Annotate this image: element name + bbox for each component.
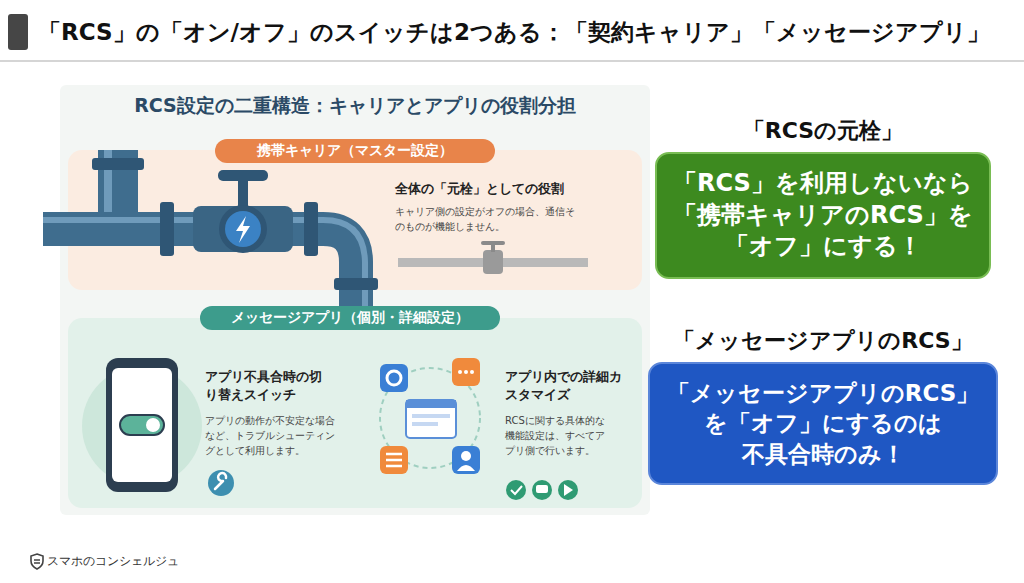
point-box: 「RCS」を利用しないなら 「携帯キャリアのRCS」を 「オフ」にする！ [655,152,991,279]
page-title: 「RCS」の「オン/オフ」のスイッチは2つある：「契約キャリア」「メッセージアプ… [38,14,1018,50]
infographic-panel: RCS設定の二重構造：キャリアとアプリの役割分担 携帯キャリア（マスター設定）全… [60,85,650,515]
key-point-green: 「RCSの元栓」「RCS」を利用しないなら 「携帯キャリアのRCS」を 「オフ」… [655,116,991,279]
carrier-band: 携帯キャリア（マスター設定）全体の「元栓」としての役割キャリア側の設定がオフの場… [68,150,642,290]
key-point-blue: 「メッセージアプリのRCS」「メッセージアプリのRCS」 を「オフ」にするのは … [648,326,998,485]
logo-shield [30,553,44,570]
section-heading: 全体の「元栓」としての役割 [395,180,625,198]
point-body: 「メッセージアプリのRCS」 を「オフ」にするのは 不具合時のみ！ [662,378,984,469]
panel-title: RCS設定の二重構造：キャリアとアプリの役割分担 [60,93,650,119]
section-heading: アプリの動作が不安定な場合など、トラブルシューティングとして利用します。 [205,413,340,458]
point-heading: 「RCSの元栓」 [655,116,991,146]
node-text: RCSに関する具体的な機能設定は、すべてアプリ側で行います。 [505,413,611,458]
brand-label: スマホのコンシェルジュ [47,553,179,570]
section-body: アプリ不具合時の切り替えスイッチ [205,368,323,403]
app-band: メッセージアプリ（個別・詳細設定）アプリ不具合時の切り替えスイッチアプリの動作が… [68,318,642,508]
section-body: キャリア側の設定がオフの場合、通信そのものが機能しません。 [395,204,580,234]
section-heading: メッセージアプリ（個別・詳細設定） [200,306,500,330]
band-pill: 携帯キャリア（マスター設定） [215,139,495,163]
title-rule [0,60,1024,62]
title-marker [8,14,28,50]
point-box: 「メッセージアプリのRCS」 を「オフ」にするのは 不具合時のみ！ [648,362,998,485]
pipe-illustration [68,150,642,290]
point-body: 「RCS」を利用しないなら 「携帯キャリアのRCS」を 「オフ」にする！ [669,168,977,263]
section-body: アプリ内での詳細カスタマイズ [505,368,623,403]
app-illustration [68,318,642,508]
point-heading: 「メッセージアプリのRCS」 [648,326,998,356]
